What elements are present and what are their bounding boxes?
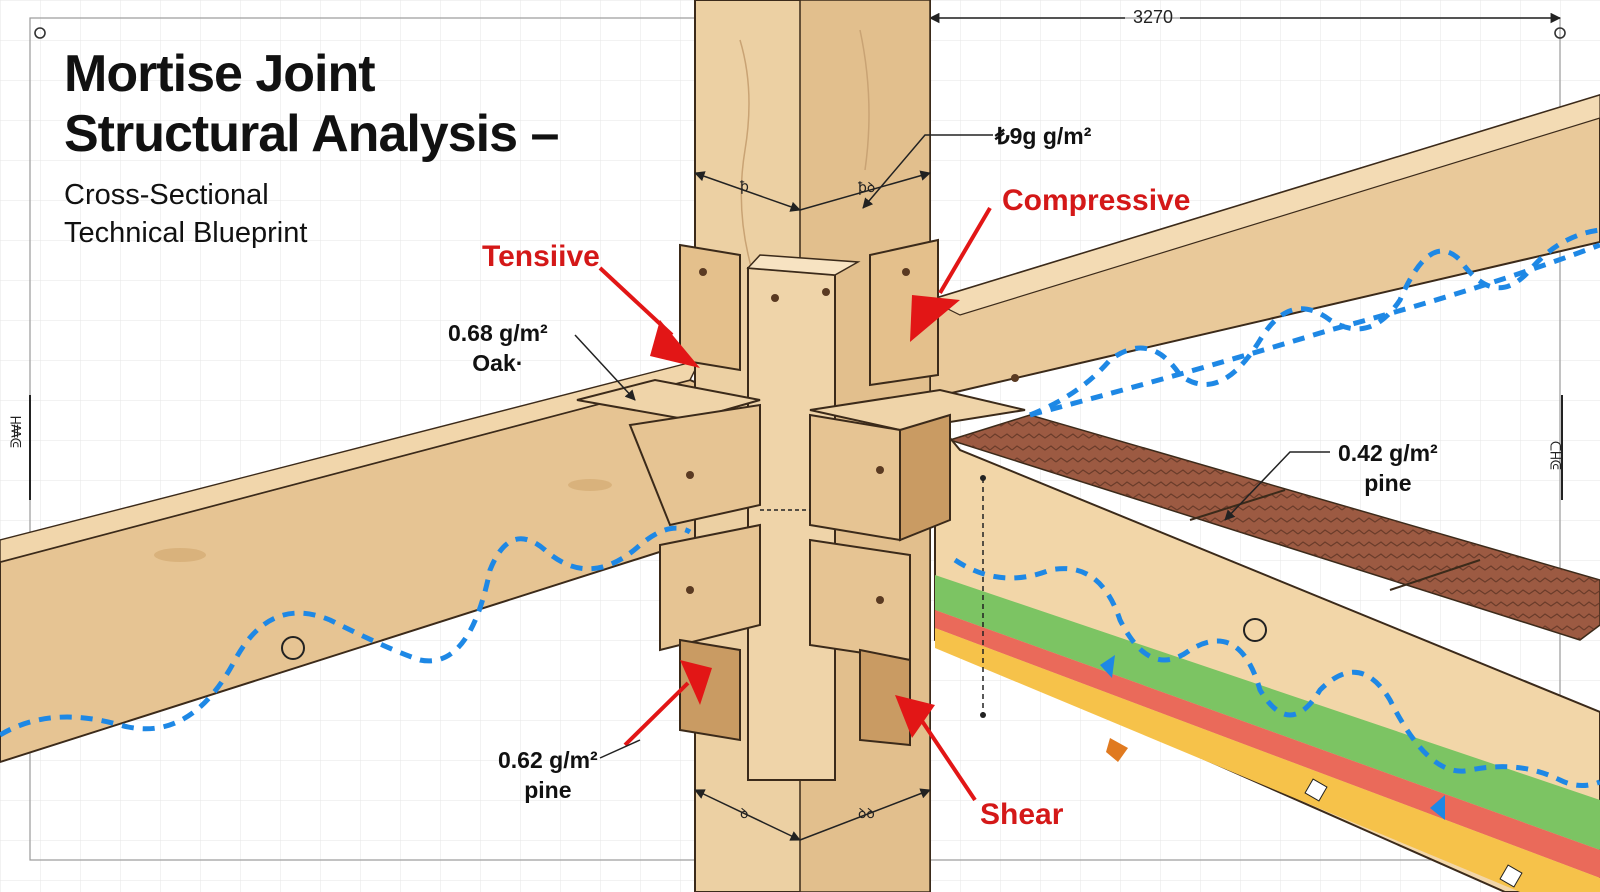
top-dimension-value: 3270 bbox=[1133, 7, 1174, 27]
bead-marker-white bbox=[1499, 864, 1523, 888]
bead-marker-white bbox=[1304, 778, 1328, 802]
knot-marker-icon bbox=[281, 618, 1267, 660]
compressive-arrow-icon bbox=[910, 206, 992, 342]
post-mark-bottom-right: ꝺꝺ bbox=[858, 805, 875, 821]
oak-species: Oak· bbox=[472, 350, 524, 376]
page-title-line1: Mortise Joint bbox=[64, 45, 376, 103]
leader-oak bbox=[574, 334, 636, 401]
top-density-label: ₺9g g/m² bbox=[995, 123, 1092, 149]
pine-lower-species: pine bbox=[524, 777, 572, 803]
pine-lower-density: 0.62 g/m² bbox=[498, 747, 598, 773]
page-subtitle-line1: Cross-Sectional bbox=[64, 179, 269, 211]
stress-wave-right-upper-2 bbox=[1029, 242, 1600, 418]
post-dimension-top bbox=[694, 170, 932, 212]
bead-marker-orange bbox=[1106, 738, 1128, 762]
pine-right-density: 0.42 g/m² bbox=[1338, 440, 1438, 466]
shear-arrow-icon bbox=[895, 695, 977, 802]
tensile-label: Tensiive bbox=[482, 240, 600, 273]
pine-right-species: pine bbox=[1364, 470, 1412, 496]
corner-mark-left bbox=[34, 27, 46, 39]
post-mark-top-left: ꝥ bbox=[740, 178, 749, 194]
stress-band-yellow bbox=[935, 628, 1600, 892]
leader-top-density bbox=[862, 134, 993, 209]
tensile-arrow-icon bbox=[598, 266, 700, 368]
mortise-joint bbox=[576, 238, 1026, 781]
stress-wave-right-upper bbox=[1029, 227, 1600, 418]
page-subtitle: Cross-Sectional Technical Blueprint bbox=[64, 176, 558, 252]
compressive-label: Compressive bbox=[1002, 184, 1191, 217]
corner-mark-right bbox=[1554, 27, 1566, 39]
oak-label: 0.68 g/m² Oak· bbox=[448, 318, 548, 378]
post-mark-bottom-left: ꝺ bbox=[740, 805, 749, 821]
leader-pine-right bbox=[1224, 451, 1330, 521]
title-block: Mortise Joint Structural Analysis – Cros… bbox=[64, 44, 559, 252]
leader-pine-lower bbox=[599, 739, 641, 759]
pine-lower-label: 0.62 g/m² pine bbox=[498, 745, 598, 805]
post-dimension-bottom bbox=[694, 788, 931, 841]
page-subtitle-line2: Technical Blueprint bbox=[64, 217, 308, 249]
bead-marker-blue bbox=[1100, 655, 1115, 678]
shear-arrow-lower-left-icon bbox=[623, 660, 712, 747]
stress-band-green bbox=[935, 575, 1600, 850]
stress-wave-left bbox=[0, 525, 692, 738]
post-mark-top-right: ꝥꝺ bbox=[858, 179, 876, 195]
left-edge-dimension: ᕲ₩ᕼ bbox=[8, 416, 24, 448]
right-edge-dimension: ᕲᕼᑐ bbox=[1548, 440, 1564, 470]
oak-density: 0.68 g/m² bbox=[448, 320, 548, 346]
pine-right-label: 0.42 g/m² pine bbox=[1338, 438, 1438, 498]
bead-marker-blue bbox=[1430, 795, 1445, 820]
page-title-line2: Structural Analysis – bbox=[64, 105, 559, 163]
shear-label: Shear bbox=[980, 798, 1064, 831]
